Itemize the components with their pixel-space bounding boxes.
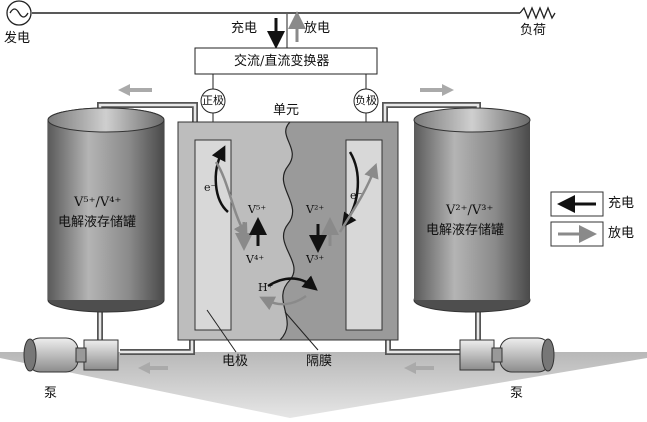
- membrane-label: 隔膜: [306, 354, 333, 369]
- load-resistor-icon: [519, 6, 556, 20]
- converter-box: [194, 47, 378, 75]
- discharge-label: 放电: [304, 21, 331, 36]
- positive-label: 正极: [202, 94, 224, 107]
- left-tank-label: 电解液存储罐: [58, 215, 137, 230]
- proton-label: H⁺: [258, 281, 274, 294]
- left-electron-label: e⁻: [204, 181, 217, 194]
- left-tank: [47, 107, 165, 313]
- converter-label: 交流/直流变换器: [234, 54, 330, 69]
- left-tank-species: V⁵⁺/V⁴⁺: [74, 195, 122, 210]
- right-ion-bottom: V³⁺: [306, 253, 325, 266]
- flow-arrow-top-right: [420, 84, 454, 96]
- electrode-label: 电极: [222, 354, 249, 369]
- flow-arrow-top-left: [118, 84, 152, 96]
- generator-label: 发电: [4, 31, 31, 46]
- right-tank-label: 电解液存储罐: [426, 223, 505, 238]
- right-pump-label: 泵: [510, 386, 524, 401]
- membrane-line: [279, 121, 295, 341]
- left-electron-discharge-arrow: [214, 161, 248, 239]
- legend-discharge-label: 放电: [608, 226, 635, 241]
- right-ion-top: V²⁺: [306, 203, 325, 216]
- right-tank: [413, 107, 531, 313]
- charge-label: 充电: [231, 21, 258, 36]
- cell-label: 单元: [273, 103, 300, 118]
- negative-label: 负极: [355, 94, 377, 107]
- flow-arrow-bottom-left: [138, 362, 168, 374]
- proton-discharge-arrow: [259, 294, 307, 311]
- positive-electrode: [194, 139, 232, 331]
- right-electron-label: e⁻: [350, 189, 363, 202]
- right-tank-species: V²⁺/V³⁺: [446, 203, 494, 218]
- right-pump-icon: [459, 337, 555, 373]
- flow-arrow-bottom-right: [404, 362, 434, 374]
- left-electron-charge-arrow: [211, 145, 229, 213]
- right-electron-discharge-arrow: [338, 162, 379, 233]
- left-pump-label: 泵: [44, 386, 58, 401]
- load-label: 负荷: [520, 23, 547, 38]
- legend-charge-label: 充电: [608, 196, 635, 211]
- negative-electrode: [345, 139, 383, 331]
- left-ion-top: V⁵⁺: [248, 203, 267, 216]
- left-pump-icon: [23, 337, 119, 373]
- left-ion-bottom: V⁴⁺: [246, 253, 265, 266]
- proton-charge-arrow: [267, 275, 318, 291]
